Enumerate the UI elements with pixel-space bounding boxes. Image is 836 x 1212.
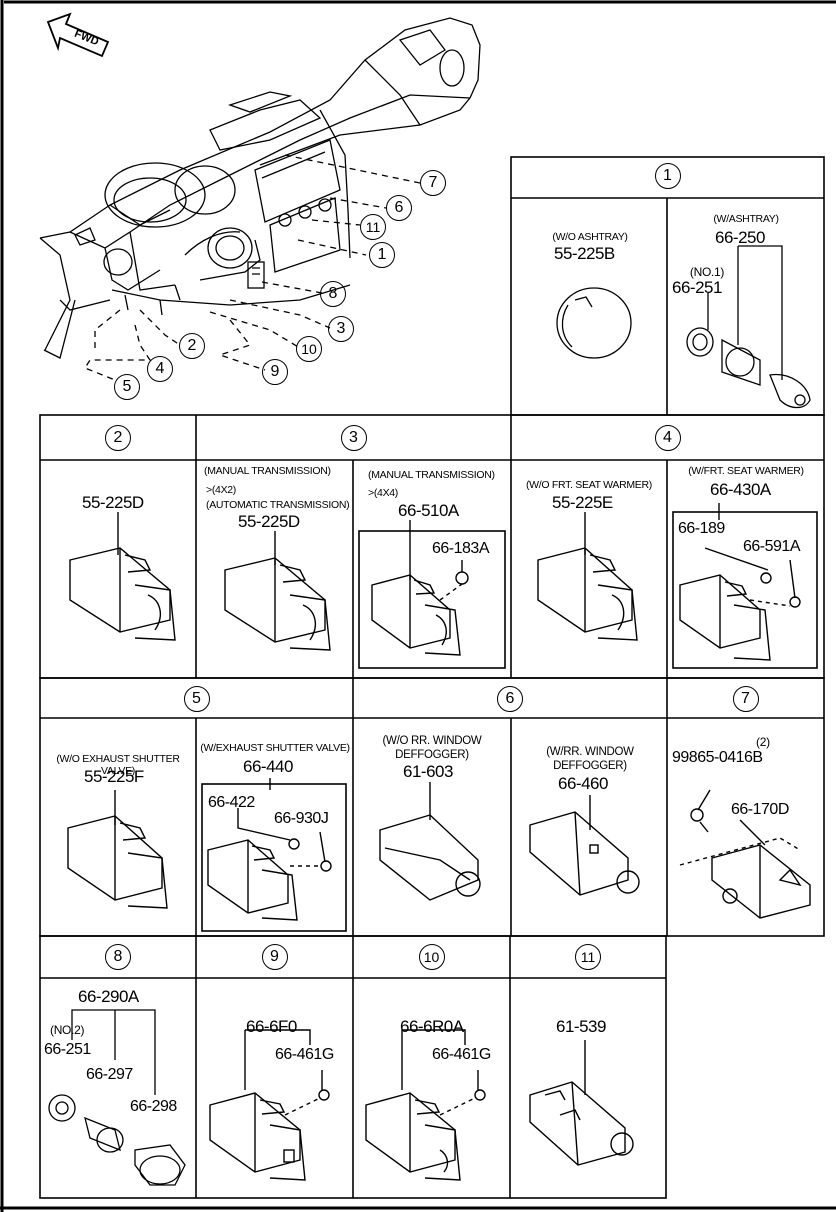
panel-3b-caption-2: >(4X4) (368, 487, 399, 499)
callout-9: 9 (262, 359, 288, 385)
panel-6-header: 6 (353, 686, 667, 712)
panel-3a-caption-1: (MANUAL TRANSMISSION) (204, 465, 331, 477)
panel-5b-caption: (W/EXHAUST SHUTTER VALVE) (200, 742, 350, 754)
panel-3a-caption-2: >(4X2) (206, 484, 237, 496)
panel-8-sub-caption: (NO.2) (50, 1023, 85, 1037)
panel-8-sub-part-number-1: 66-251 (44, 1041, 91, 1058)
panel-5b-sub-part-number-2: 66-930J (274, 810, 329, 827)
panel-6b-caption-1: (W/RR. WINDOW (546, 746, 634, 758)
panel-3a-caption-3: (AUTOMATIC TRANSMISSION) (206, 499, 350, 511)
panel-5b-sub-part-number-1: 66-422 (208, 794, 255, 811)
panel-3b-caption-1: (MANUAL TRANSMISSION) (368, 469, 495, 481)
callout-7: 7 (420, 170, 446, 196)
panel-4-header: 4 (511, 425, 824, 451)
callout-2: 2 (179, 333, 205, 359)
panel-5a-caption: (W/O EXHAUST SHUTTER VALVE) (56, 753, 180, 777)
panel-6b-caption-2: DEFFOGGER) (553, 760, 627, 772)
callout-11: 11 (360, 214, 386, 240)
panel-7-part-number-2: 66-170D (731, 801, 789, 818)
panel-6a-caption-1: (W/O RR. WINDOW (382, 735, 482, 747)
callout-10: 10 (296, 336, 322, 362)
panel-5-header: 5 (40, 686, 353, 712)
panel-11-header: 11 (510, 944, 666, 970)
panel-4b-caption: (W/FRT. SEAT WARMER) (688, 465, 804, 477)
panel-7-part-number-1: 99865-0416B (672, 749, 763, 766)
panel-9-header: 9 (196, 944, 353, 970)
panel-1-header: 1 (511, 163, 824, 189)
panel-4a-part-number: 55-225E (552, 493, 613, 512)
panel-9-sub-part-number: 66-461G (275, 1046, 334, 1063)
panel-3b-part-number: 66-510A (398, 501, 459, 520)
panel-1a-part-number: 55-225B (554, 244, 615, 263)
panel-3-header: 3 (196, 425, 511, 451)
panel-3a-part-number: 55-225D (238, 512, 300, 531)
panel-4a-caption: (W/O FRT. SEAT WARMER) (525, 479, 652, 491)
panel-8-sub-part-number-3: 66-298 (130, 1098, 177, 1115)
callout-3: 3 (328, 316, 354, 342)
panel-9-part-number: 66-6F0 (246, 1017, 297, 1036)
callout-6: 6 (386, 195, 412, 221)
panel-8-header: 8 (40, 944, 196, 970)
panel-6a-part-number: 61-603 (403, 762, 453, 781)
panel-1b-caption: (W/ASHTRAY) (713, 213, 779, 225)
panel-1b-part-number: 66-250 (715, 228, 765, 247)
callout-4: 4 (147, 356, 173, 382)
callout-8: 8 (320, 281, 346, 307)
callout-5: 5 (114, 374, 140, 400)
panel-2-part-number: 55-225D (82, 493, 144, 512)
panel-1b-sub-caption: (NO.1) (689, 265, 725, 279)
panel-4b-sub-part-number-2: 66-591A (743, 538, 801, 555)
fwd-arrow-icon (46, 12, 110, 58)
panel-11-part-number: 61-539 (556, 1017, 606, 1036)
panel-10-header: 10 (353, 944, 510, 970)
panel-8-part-number: 66-290A (78, 987, 139, 1006)
panel-7-quantity: (2) (756, 735, 770, 749)
panel-5b-part-number: 66-440 (243, 757, 293, 776)
panel-8-sub-part-number-2: 66-297 (86, 1066, 133, 1083)
panel-7-header: 7 (667, 686, 824, 712)
callout-1: 1 (369, 242, 395, 268)
panel-10-sub-part-number: 66-461G (432, 1046, 491, 1063)
panel-1b-sub-part-number: 66-251 (672, 278, 722, 297)
panel-5a-part-number: 55-225F (84, 767, 144, 786)
panel-4b-part-number: 66-430A (710, 480, 771, 499)
panel-3b-sub-part-number: 66-183A (432, 540, 490, 557)
panel-2-header: 2 (40, 425, 196, 451)
panel-1a-caption: (W/O ASHTRAY) (552, 231, 628, 243)
panel-4b-sub-part-number-1: 66-189 (678, 520, 725, 537)
panel-10-part-number: 66-6R0A (400, 1017, 464, 1036)
panel-6b-part-number: 66-460 (558, 774, 608, 793)
panel-6a-caption-2: DEFFOGGER) (395, 749, 469, 761)
